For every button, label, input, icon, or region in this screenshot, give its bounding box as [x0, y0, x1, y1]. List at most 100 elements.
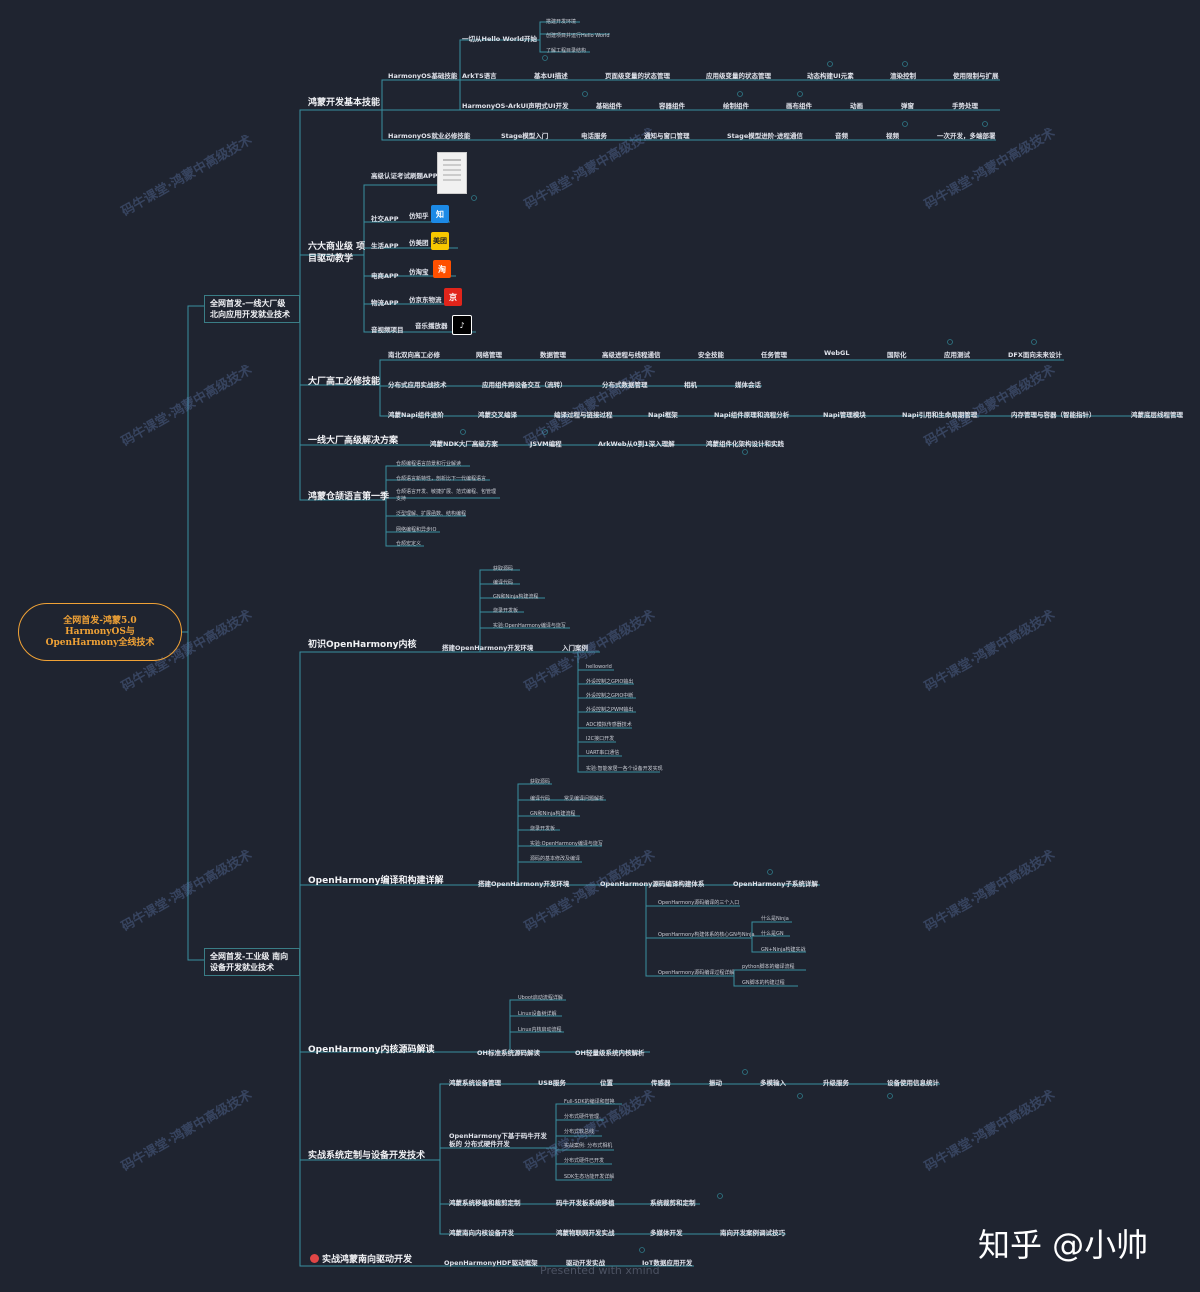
leaf-arkts[interactable]: 使用限制与扩展: [953, 72, 999, 80]
section-kernel-intro[interactable]: 初识OpenHarmony内核: [308, 640, 417, 650]
node-harmony-basic[interactable]: HarmonyOS基础技能: [388, 72, 458, 80]
node-subsystem[interactable]: OpenHarmony子系统详解: [733, 880, 818, 888]
leaf-case[interactable]: helloworld: [586, 664, 612, 670]
leaf-driver[interactable]: IoT数据应用开发: [642, 1259, 693, 1267]
leaf-custom[interactable]: 位置: [600, 1079, 613, 1087]
app-category[interactable]: 社交APP: [371, 215, 399, 223]
leaf-adv[interactable]: DFX面向未来设计: [1008, 351, 1062, 359]
leaf-cangjie[interactable]: 仓颉语言新特性，剖析比下一代编程语言: [396, 476, 487, 482]
leaf-env[interactable]: 实验:OpenHarmony编译与烧写: [493, 623, 566, 629]
leaf-env[interactable]: 编译代码: [493, 580, 514, 586]
central-topic[interactable]: 全网首发-鸿蒙5.0 HarmonyOS与 OpenHarmony全线技术: [18, 603, 182, 661]
leaf-std[interactable]: Linux内核启动流程: [518, 1027, 562, 1033]
leaf-adv[interactable]: 应用组件跨设备交互（流转）: [482, 381, 567, 389]
leaf-custom[interactable]: 南向开发案例调试技巧: [720, 1229, 785, 1237]
section-basics[interactable]: 鸿蒙开发基本技能: [308, 98, 381, 108]
leaf-adv[interactable]: 南北双向高工必修: [388, 351, 440, 359]
section-cangjie[interactable]: 鸿蒙仓颉语言第一季: [308, 492, 390, 502]
leaf-proc[interactable]: python脚本的编译流程: [742, 964, 795, 970]
leaf-solution[interactable]: ArkWeb从0到1深入理解: [598, 440, 675, 448]
leaf-must[interactable]: 一次开发，多端部署: [937, 132, 996, 140]
leaf-arkts[interactable]: 渲染控制: [890, 72, 916, 80]
leaf-env[interactable]: GN和Ninja构建流程: [493, 594, 539, 600]
app-category[interactable]: 生活APP: [371, 242, 399, 250]
leaf-hello[interactable]: 搭建开发环境: [546, 19, 577, 25]
leaf-adv[interactable]: 网络管理: [476, 351, 502, 359]
leaf-solution[interactable]: 鸿蒙组件化架构设计和实践: [706, 440, 784, 448]
leaf-dist[interactable]: SDK生态功能开发详解: [564, 1174, 615, 1180]
leaf-dist[interactable]: 分布式硬件管理: [564, 1114, 600, 1120]
node-arkts[interactable]: ArkTS语言: [462, 72, 497, 80]
leaf-gn[interactable]: GN+Ninja构建实战: [761, 947, 806, 953]
leaf-driver[interactable]: OpenHarmonyHDF驱动框架: [444, 1259, 538, 1267]
leaf-custom[interactable]: USB服务: [538, 1079, 566, 1087]
leaf-env[interactable]: 获取源码: [493, 566, 514, 572]
leaf-custom[interactable]: 鸿蒙物联网开发实战: [556, 1229, 615, 1237]
leaf-dist[interactable]: 分布式软总线: [564, 1129, 595, 1135]
leaf-build-env[interactable]: 实验:OpenHarmony编译与烧写: [530, 841, 603, 847]
app-name[interactable]: 音乐播放器: [415, 322, 448, 330]
node-cert-app[interactable]: 高级认证考试刷题APP: [371, 172, 438, 180]
leaf-dist[interactable]: 分布式硬件已开发: [564, 1158, 605, 1164]
leaf-build-env[interactable]: 获取源码: [530, 779, 551, 785]
leaf-adv[interactable]: 高级进程与线程通信: [602, 351, 661, 359]
leaf-arkui[interactable]: 基础组件: [596, 102, 622, 110]
leaf-system[interactable]: OpenHarmony源码编译的三个入口: [658, 900, 740, 906]
leaf-must[interactable]: 通知与窗口管理: [644, 132, 690, 140]
leaf-build-env[interactable]: 编译代码: [530, 796, 551, 802]
leaf-custom[interactable]: 系统裁剪和定制: [650, 1199, 696, 1207]
leaf-adv[interactable]: WebGL: [824, 349, 850, 357]
leaf-adv[interactable]: Napi组件原理和流程分析: [714, 411, 790, 419]
leaf-arkui[interactable]: 绘制组件: [723, 102, 749, 110]
leaf-solution[interactable]: 鸿蒙NDK大厂高级方案: [430, 440, 498, 448]
leaf-system[interactable]: OpenHarmony构建体系的核心GN与Ninja: [658, 932, 755, 938]
leaf-arkui[interactable]: 容器组件: [659, 102, 685, 110]
leaf-adv[interactable]: 国际化: [887, 351, 907, 359]
leaf-adv[interactable]: 任务管理: [761, 351, 787, 359]
leaf-adv[interactable]: 相机: [684, 381, 697, 389]
leaf-custom[interactable]: 设备使用信息统计: [887, 1079, 939, 1087]
leaf-build-env[interactable]: GN和Ninja构建流程: [530, 811, 576, 817]
node-hello-world[interactable]: 一切从Hello World开始: [462, 35, 538, 43]
leaf-arkts[interactable]: 基本UI描述: [534, 72, 568, 80]
leaf-custom[interactable]: 鸿蒙系统移植和裁剪定制: [449, 1199, 521, 1207]
app-category[interactable]: 电商APP: [371, 272, 399, 280]
leaf-adv[interactable]: 鸿蒙交叉编译: [478, 411, 517, 419]
section-custom[interactable]: 实战系统定制与设备开发技术: [308, 1151, 426, 1161]
leaf-custom[interactable]: 振动: [709, 1079, 722, 1087]
leaf-custom[interactable]: 鸿蒙系统设备管理: [449, 1079, 501, 1087]
leaf-must[interactable]: 视频: [886, 132, 899, 140]
leaf-arkui[interactable]: 手势处理: [952, 102, 978, 110]
leaf-adv[interactable]: Napi引用和生命周期管理: [902, 411, 978, 419]
app-category[interactable]: 音视频项目: [371, 326, 404, 334]
leaf-adv[interactable]: 鸿蒙底层线程管理: [1131, 411, 1183, 419]
leaf-adv[interactable]: 编译过程与链接过程: [554, 411, 613, 419]
leaf-must[interactable]: 电话服务: [581, 132, 607, 140]
leaf-cangjie[interactable]: 网络编程和异步IO: [396, 527, 437, 533]
leaf-dist[interactable]: 实战案例: 分布式相机: [564, 1143, 613, 1149]
leaf-system[interactable]: OpenHarmony源码编译过程详解: [658, 970, 735, 976]
leaf-adv[interactable]: Napi框架: [648, 411, 678, 419]
node-arkui[interactable]: HarmonyOS-ArkUI声明式UI开发: [462, 102, 569, 110]
leaf-gn[interactable]: 什么是GN: [761, 931, 784, 937]
leaf-adv[interactable]: 应用测试: [944, 351, 970, 359]
leaf-arkui[interactable]: 弹窗: [901, 102, 914, 110]
app-name[interactable]: 仿淘宝: [409, 268, 429, 276]
leaf-case[interactable]: UART串口通信: [586, 750, 620, 756]
leaf-build-env-extra[interactable]: 常见编译问题解析: [564, 796, 605, 802]
leaf-std[interactable]: Linux设备树详解: [518, 1011, 557, 1017]
leaf-env[interactable]: 烧录开发板: [493, 608, 519, 614]
node-build-system[interactable]: OpenHarmony源码编译构建体系: [600, 880, 705, 888]
leaf-case[interactable]: I2C接口开发: [586, 736, 615, 742]
leaf-case[interactable]: 外设控制之PWM输出: [586, 707, 634, 713]
leaf-cangjie[interactable]: 仓颉宏定义: [396, 541, 422, 547]
leaf-must[interactable]: Stage模型进阶-进程通信: [727, 132, 803, 140]
leaf-adv[interactable]: 鸿蒙Napi组件进阶: [388, 411, 444, 419]
leaf-case[interactable]: ADC模拟传感器技术: [586, 722, 632, 728]
node-distributed[interactable]: OpenHarmony下基于码牛开发板的 分布式硬件开发: [449, 1132, 547, 1148]
node-lite-system[interactable]: OH轻量级系统内核解析: [575, 1049, 645, 1057]
north-branch[interactable]: 全网首发-一线大厂级 北向应用开发就业技术: [204, 295, 300, 323]
leaf-dist[interactable]: Full-SDK的编译和替换: [564, 1099, 615, 1105]
leaf-must[interactable]: Stage模型入门: [501, 132, 549, 140]
leaf-gn[interactable]: 什么是Ninja: [761, 916, 789, 922]
